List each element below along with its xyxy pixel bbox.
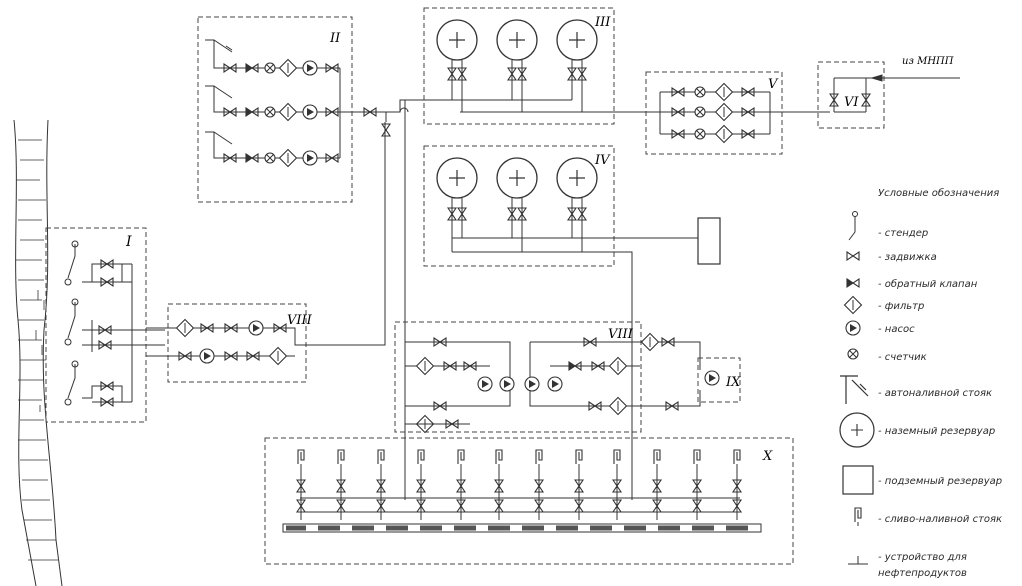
zone-label-X: X — [762, 449, 773, 464]
drain-device-icon — [848, 556, 868, 565]
legend-item-label: - счетчик — [878, 352, 927, 363]
zone-label-IX: IX — [725, 375, 741, 390]
zone-label-III: III — [594, 15, 611, 30]
pump-icon — [845, 320, 861, 336]
loading-riser — [494, 449, 504, 520]
above-ground-tank — [496, 19, 538, 61]
legend-item-label: - обратный клапан — [878, 278, 978, 290]
zone-label-VI: VI — [844, 95, 859, 110]
stender-icon — [848, 211, 858, 241]
zone-III: III — [423, 7, 615, 125]
inlet-label: из МНПП — [902, 56, 954, 67]
zone-VIII: VIII — [394, 321, 701, 434]
zone-label-V: V — [768, 77, 779, 92]
loading-riser — [652, 449, 662, 520]
legend-item-label: - фильтр — [878, 301, 924, 312]
zone-X: X — [264, 432, 794, 565]
legend-item-label: - насос — [878, 324, 915, 335]
check-valve-icon — [846, 278, 860, 288]
zone-IX: IX — [697, 357, 741, 403]
loading-riser — [612, 449, 622, 520]
above-ground-tank — [436, 19, 478, 61]
loading-riser — [456, 449, 466, 520]
legend-item-label: - наземный резервуар — [878, 426, 995, 437]
legend-item-label: - сливо-наливной стояк — [878, 514, 1002, 525]
underground-tank-icon — [842, 465, 874, 495]
loading-riser — [732, 449, 742, 520]
legend-item-label: - устройство для — [878, 552, 967, 563]
legend-title: Условные обозначения — [878, 187, 999, 199]
gate-valve-icon — [846, 251, 860, 261]
legend-item-label: - стендер — [878, 228, 928, 239]
rail-track — [282, 523, 762, 533]
above-ground-tank-icon — [839, 412, 875, 448]
zone-VI: VI из МНПП — [817, 56, 960, 129]
zone-V: V — [645, 71, 783, 155]
legend: Условные обозначения - стендер - задвижк… — [839, 187, 1002, 579]
river-bank — [13, 119, 63, 586]
auto-loading-riser-icon — [840, 375, 869, 404]
above-ground-tank — [556, 19, 598, 61]
zone-label-IV: IV — [594, 153, 611, 168]
loading-riser — [416, 449, 426, 520]
loading-riser — [692, 449, 702, 520]
zone-label-I: I — [125, 234, 132, 250]
above-ground-tank — [556, 157, 598, 199]
legend-item-label: - задвижка — [878, 252, 937, 263]
zone-IV: IV — [423, 145, 721, 500]
loading-riser — [376, 449, 386, 520]
zone-VII: VIII — [146, 122, 386, 383]
loading-riser-icon — [854, 507, 862, 526]
underground-tank — [697, 217, 721, 265]
loading-riser — [296, 449, 306, 520]
legend-item-label: - подземный резервуар — [878, 476, 1002, 487]
loading-riser — [336, 449, 346, 520]
above-ground-tank — [496, 157, 538, 199]
legend-item-label: - автоналивной стояк — [878, 388, 992, 399]
above-ground-tank — [436, 157, 478, 199]
zone-I: I — [45, 227, 165, 423]
loading-riser — [534, 449, 544, 520]
meter-icon — [847, 348, 859, 360]
filter-icon — [843, 295, 863, 315]
legend-item-label-cont: нефтепродуктов — [878, 568, 967, 579]
zone-label-II: II — [329, 31, 341, 46]
zone-label-VII: VIII — [287, 313, 313, 328]
zone-label-VIII: VIII — [608, 327, 634, 342]
zone-II: II — [197, 16, 391, 203]
loading-riser — [574, 449, 584, 520]
